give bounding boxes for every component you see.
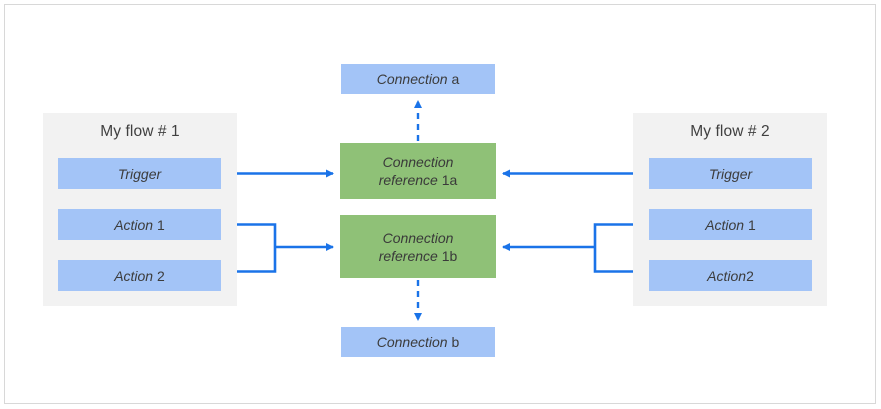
flow-2-step-2-italic: Action <box>707 267 747 284</box>
flow-2-step-action-1[interactable]: Action 1 <box>649 209 812 240</box>
connection-a-box[interactable]: Connection a <box>341 64 495 94</box>
ref-1a-line1: Connection <box>382 154 454 170</box>
flow-2-step-trigger[interactable]: Trigger <box>649 158 812 189</box>
flow-1-step-1-regular: 1 <box>153 216 165 233</box>
connection-a-label: Connection a <box>377 71 460 87</box>
ref-1a-suffix: 1a <box>437 172 458 188</box>
flow-2-step-action-1-label: Action 1 <box>705 217 756 233</box>
flow-1-step-trigger-label: Trigger <box>118 166 161 182</box>
flow-panel-my-flow-2: My flow # 2 Trigger Action 1 Action2 <box>633 113 827 306</box>
flow-1-title: My flow # 1 <box>100 123 180 140</box>
flow-1-step-0-italic: Trigger <box>117 165 162 182</box>
flow-2-step-1-italic: Action <box>705 216 745 233</box>
connection-reference-1a-label: Connection reference 1a <box>379 153 458 189</box>
flow-1-step-1-italic: Action <box>114 216 154 233</box>
connection-reference-1a-box[interactable]: Connection reference 1a <box>340 143 496 199</box>
flow-2-step-trigger-label: Trigger <box>709 166 752 182</box>
flow-2-step-0-italic: Trigger <box>708 165 753 182</box>
flow-1-step-2-regular: 2 <box>153 267 165 284</box>
connection-a-label-regular: a <box>447 71 460 87</box>
ref-1b-line2: reference <box>378 247 438 264</box>
flow-1-step-action-1[interactable]: Action 1 <box>58 209 221 240</box>
connection-b-label-regular: b <box>447 334 460 350</box>
flow-2-step-action-2-label: Action2 <box>707 268 754 284</box>
flow-1-step-action-2-label: Action 2 <box>114 268 165 284</box>
flow-2-title: My flow # 2 <box>690 123 770 140</box>
flow-1-step-action-1-label: Action 1 <box>114 217 165 233</box>
connection-a-label-italic: Connection <box>376 71 448 87</box>
ref-1a-line2: reference <box>378 172 438 188</box>
connection-b-label-italic: Connection <box>376 334 448 350</box>
flow-2-step-action-2[interactable]: Action2 <box>649 260 812 291</box>
connection-b-label: Connection b <box>377 334 460 350</box>
ref-1b-suffix: 1b <box>437 247 458 264</box>
flow-panel-my-flow-1: My flow # 1 Trigger Action 1 Action 2 <box>43 113 237 306</box>
flow-2-step-2-regular: 2 <box>746 267 754 284</box>
ref-1b-line1: Connection <box>382 229 454 246</box>
flow-2-step-1-regular: 1 <box>744 216 756 233</box>
flow-1-step-trigger[interactable]: Trigger <box>58 158 221 189</box>
connection-b-box[interactable]: Connection b <box>341 327 495 357</box>
flow-1-step-2-italic: Action <box>114 267 154 284</box>
flow-1-step-action-2[interactable]: Action 2 <box>58 260 221 291</box>
